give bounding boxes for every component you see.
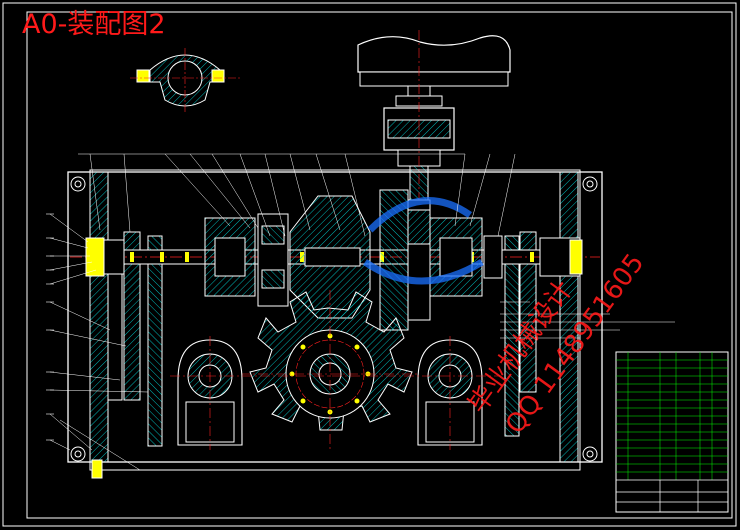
inner-border [26,11,733,519]
leader-ticks [46,213,54,441]
technical-notes [500,301,675,339]
drawing-title: A0-装配图2 [22,9,166,40]
star-gear [240,290,420,450]
leader-lines [49,153,516,471]
logo-watermark [363,197,484,285]
left-plates [107,231,537,447]
bearing-cap-detail [130,48,240,112]
bearing-blocks [170,336,500,450]
parts-list-table [615,351,729,513]
